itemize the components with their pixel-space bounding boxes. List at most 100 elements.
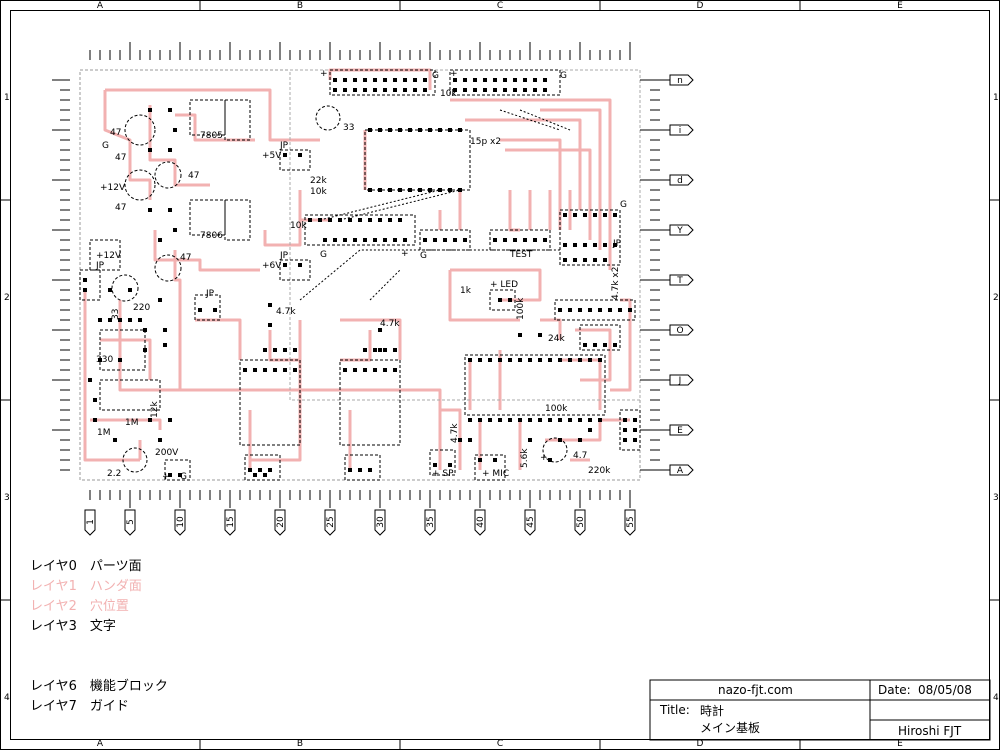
- pad: [453, 238, 457, 242]
- right-pin-shape: [669, 424, 694, 436]
- pad: [453, 78, 457, 82]
- part-label-v12_b: +12V: [96, 251, 122, 261]
- pad: [363, 88, 367, 92]
- pad: [533, 78, 537, 82]
- part-label-r100k_b: 100k: [545, 404, 568, 414]
- pad: [213, 308, 217, 312]
- pad: [478, 418, 482, 422]
- pad: [113, 438, 117, 442]
- pad: [368, 188, 372, 192]
- part-label-g_mid2: G: [420, 251, 427, 261]
- pad: [633, 418, 637, 422]
- pad: [378, 348, 382, 352]
- pad: [623, 428, 627, 432]
- rulers: [52, 42, 668, 508]
- part-label-g_mid: G: [320, 250, 327, 260]
- pad: [558, 358, 562, 362]
- pad: [108, 288, 112, 292]
- pad: [293, 348, 297, 352]
- frame-col-label: A: [97, 1, 104, 11]
- pad: [383, 368, 387, 372]
- pad: [83, 278, 87, 282]
- pads: [83, 78, 637, 477]
- pad: [173, 228, 177, 232]
- part-label-r12k: 12k: [150, 401, 160, 418]
- part-label-c47_c: 47: [115, 203, 126, 213]
- part-label-r10k_b: 10k: [290, 221, 307, 231]
- pad: [418, 128, 422, 132]
- pad: [413, 78, 417, 82]
- part-label-g_b1: G: [180, 472, 187, 482]
- pad: [518, 418, 522, 422]
- bottom-pin-label: 35: [426, 516, 436, 527]
- pad: [538, 358, 542, 362]
- pad: [358, 468, 362, 472]
- frame-row-label: 2: [993, 293, 999, 303]
- bottom-pin-label: 45: [526, 516, 536, 527]
- bottom-pin-shape: [224, 509, 236, 536]
- pad: [583, 258, 587, 262]
- pad: [463, 88, 467, 92]
- pad: [513, 238, 517, 242]
- frame-col-label: A: [97, 739, 104, 749]
- pad: [403, 88, 407, 92]
- pad: [343, 78, 347, 82]
- bottom-pin-label: 55: [626, 516, 636, 527]
- part-label-sp: + SP: [432, 469, 454, 479]
- layer-6-label: レイヤ6 機能ブロック: [30, 679, 168, 694]
- pad: [383, 238, 387, 242]
- pad: [493, 458, 497, 462]
- pad: [423, 238, 427, 242]
- pad: [398, 188, 402, 192]
- pad: [378, 128, 382, 132]
- title-block-site: nazo-fjt.com: [718, 683, 793, 697]
- pad: [353, 368, 357, 372]
- part-label-r10k_a: 10k: [310, 187, 327, 197]
- pad: [263, 368, 267, 372]
- frame-col-label: C: [497, 1, 503, 11]
- title-block-author: Hiroshi FJT: [898, 724, 962, 738]
- right-pin-label: d: [677, 176, 683, 186]
- part-label-r33: 33: [111, 309, 121, 320]
- pad: [378, 218, 382, 222]
- pad: [548, 458, 552, 462]
- pad: [333, 238, 337, 242]
- bottom-pin-label: 25: [326, 516, 336, 527]
- pad: [598, 308, 602, 312]
- bottom-pin-label: 10: [176, 516, 186, 528]
- pad: [558, 418, 562, 422]
- pad: [403, 238, 407, 242]
- pad: [273, 348, 277, 352]
- pad: [173, 128, 177, 132]
- pad: [378, 188, 382, 192]
- pad: [473, 78, 477, 82]
- pad: [413, 88, 417, 92]
- pad: [613, 343, 617, 347]
- bottom-pin-shape: [574, 509, 586, 536]
- bottom-pin-shape: [524, 509, 536, 536]
- pad: [83, 288, 87, 292]
- part-label-r220: 220: [133, 303, 150, 313]
- pad: [293, 368, 297, 372]
- title-block-date-label: Date:: [878, 683, 911, 697]
- pad: [503, 78, 507, 82]
- inner-frame: [10, 10, 990, 740]
- part-label-r1m_b: 1M: [125, 418, 139, 428]
- pad: [408, 188, 412, 192]
- pad: [363, 368, 367, 372]
- bottom-pin-shape: [624, 509, 636, 536]
- part-label-mic: + MIC: [482, 469, 509, 479]
- pad: [143, 348, 147, 352]
- pad: [468, 438, 472, 442]
- pad: [493, 78, 497, 82]
- frame-col-label: C: [497, 739, 503, 749]
- pad: [603, 343, 607, 347]
- part-label-test: TEST: [509, 250, 533, 260]
- pad: [568, 418, 572, 422]
- pad: [563, 258, 567, 262]
- pad: [168, 208, 172, 212]
- part-label-v5: +5V: [262, 151, 282, 161]
- part-label-led: + LED: [490, 280, 518, 290]
